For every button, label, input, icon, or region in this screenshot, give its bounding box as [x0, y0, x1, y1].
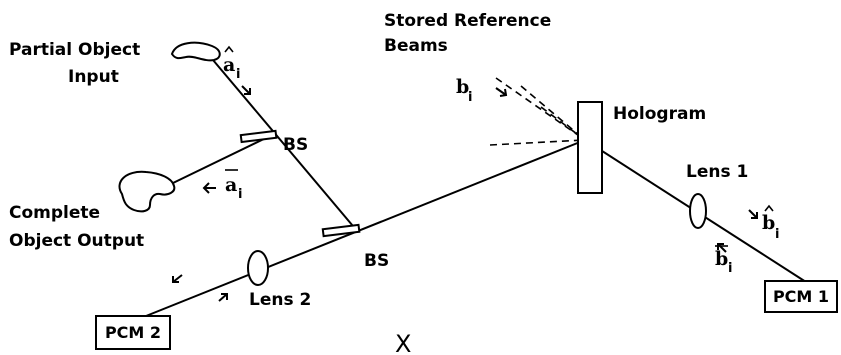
stored-reference-beams: [489, 77, 586, 146]
output-beam: [172, 135, 271, 184]
lens-1-label: Lens 1: [686, 162, 748, 182]
symbol-b-ref-letter: b: [456, 76, 469, 98]
symbol-b-hat-sub: i: [775, 227, 779, 242]
bs-upper-label: BS: [283, 135, 308, 155]
partial-object-blob: [170, 41, 221, 62]
arrow-b-ref: [495, 87, 508, 97]
complete-object-label-line2: Object Output: [9, 231, 144, 251]
arrow-b-hat: [748, 209, 758, 219]
hologram-label: Hologram: [613, 104, 706, 124]
symbol-b-bar-letter: b: [715, 248, 728, 270]
symbol-b-ref: b i: [456, 76, 472, 105]
bs-lower-label: BS: [364, 251, 389, 271]
complete-object-blob: [118, 170, 176, 213]
pcm-1: PCM 1: [764, 280, 838, 313]
lens-2-label: Lens 2: [249, 290, 311, 310]
symbol-a-bar-sub: i: [238, 187, 242, 202]
pcm-2: PCM 2: [95, 315, 171, 350]
partial-object-label-line1: Partial Object: [9, 40, 140, 60]
pcm-2-label: PCM 2: [105, 323, 161, 342]
arrow-lens2-up: [218, 293, 228, 302]
pcm-1-label: PCM 1: [773, 287, 829, 306]
crossing-mark: X: [395, 330, 411, 355]
hologram-plate: [577, 101, 603, 194]
symbol-b-bar: b i: [715, 245, 732, 276]
symbol-a-hat: a i: [223, 45, 240, 82]
arrow-a-bar: [202, 182, 216, 194]
complete-object-label-line1: Complete: [9, 203, 100, 223]
beam-splitter-lower: [321, 223, 361, 238]
stored-reference-label-line1: Stored Reference: [384, 11, 551, 31]
partial-object-label-line2: Input: [68, 67, 119, 87]
symbol-a-hat-letter: a: [223, 54, 235, 76]
beam-splitter-upper: [239, 129, 278, 144]
symbol-b-ref-sub: i: [468, 90, 472, 105]
symbol-a-bar: a i: [225, 169, 242, 202]
stored-reference-label-line2: Beams: [384, 36, 448, 56]
symbol-b-hat-letter: b: [762, 212, 775, 234]
symbol-a-hat-sub: i: [236, 67, 240, 82]
lens-1: [689, 193, 707, 229]
main-beam-pcm2-to-hologram: [145, 139, 586, 317]
arrow-a-hat: [241, 85, 251, 95]
lens-2: [247, 250, 269, 286]
arrow-output-left: [172, 274, 183, 283]
symbol-b-bar-sub: i: [728, 261, 732, 276]
symbol-a-bar-letter: a: [225, 174, 237, 196]
input-beam: [212, 59, 359, 233]
symbol-b-hat: b i: [762, 204, 779, 242]
